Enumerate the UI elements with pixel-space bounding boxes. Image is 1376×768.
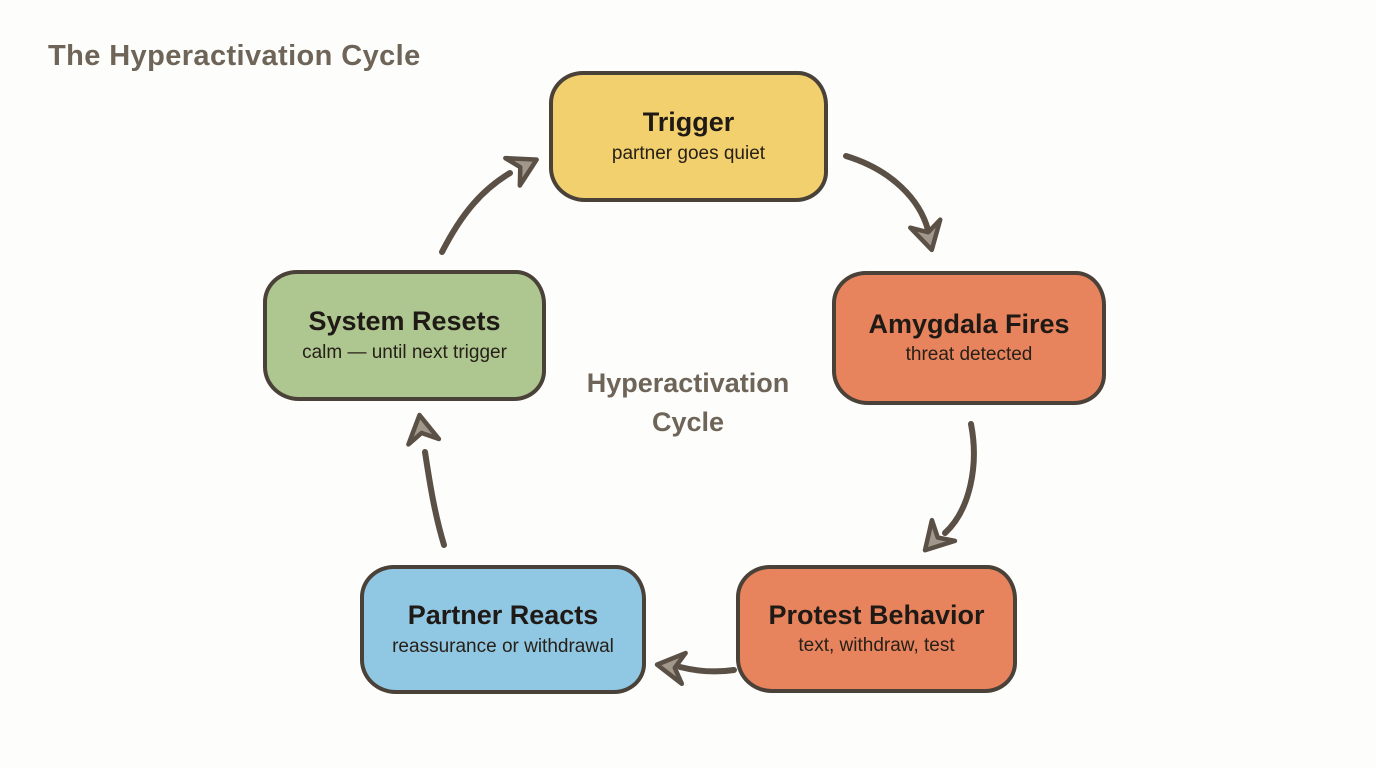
node-subtitle: calm — until next trigger <box>302 341 507 363</box>
cycle-node-amygdala-fires: Amygdala Fires threat detected <box>832 271 1106 405</box>
cycle-node-trigger: Trigger partner goes quiet <box>549 71 828 202</box>
cycle-node-protest-behavior: Protest Behavior text, withdraw, test <box>736 565 1017 693</box>
center-label-line2: Cycle <box>651 407 725 438</box>
arrow-trigger-to-amygdala-fires <box>843 153 943 253</box>
arrow-partner-reacts-to-system-resets <box>406 412 447 548</box>
node-title: System Resets <box>308 306 501 337</box>
node-subtitle: threat detected <box>905 344 1033 366</box>
node-title: Protest Behavior <box>768 599 985 630</box>
node-subtitle: text, withdraw, test <box>798 635 955 657</box>
node-subtitle: partner goes quiet <box>611 142 766 164</box>
node-subtitle: reassurance or withdrawal <box>392 635 614 657</box>
node-title: Amygdala Fires <box>868 308 1070 339</box>
page-title: The Hyperactivation Cycle <box>48 40 421 72</box>
center-label-line1: Hyperactivation <box>586 368 790 398</box>
cycle-center-label: Hyperactivation Cycle <box>538 364 838 442</box>
cycle-node-partner-reacts: Partner Reacts reassurance or withdrawal <box>360 565 646 694</box>
node-title: Partner Reacts <box>407 600 599 631</box>
arrow-system-resets-to-trigger <box>439 155 539 255</box>
node-title: Trigger <box>642 107 735 138</box>
cycle-node-system-resets: System Resets calm — until next trigger <box>263 270 546 401</box>
arrow-amygdala-fires-to-protest-behavior <box>922 421 977 553</box>
arrow-protest-behavior-to-partner-reacts <box>654 650 737 687</box>
